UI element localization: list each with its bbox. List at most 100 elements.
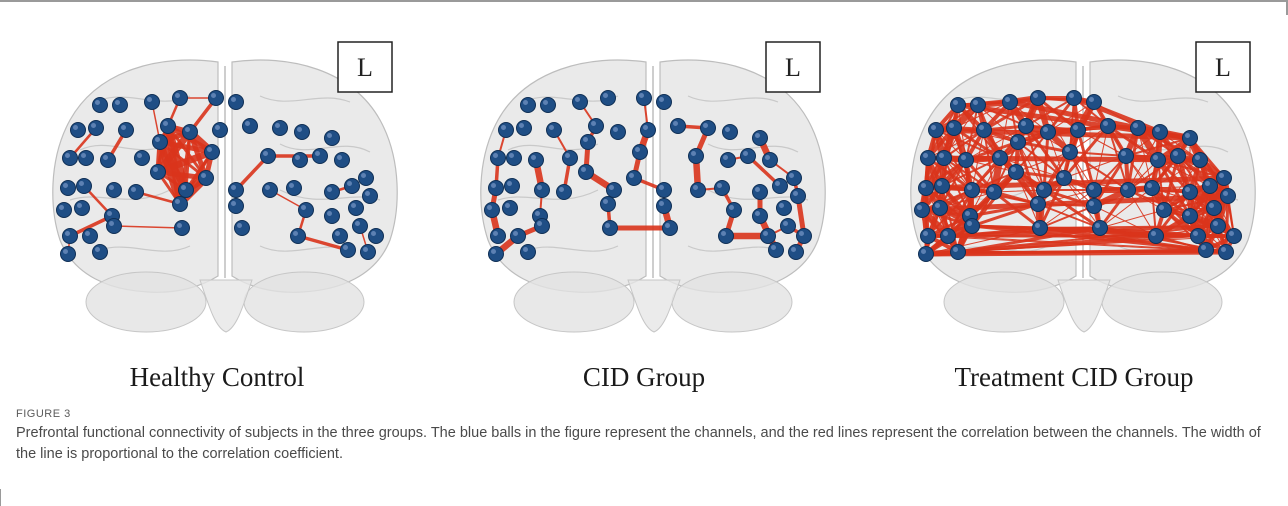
channel-highlight <box>659 201 664 206</box>
channel-highlight <box>1095 223 1100 228</box>
channel-highlight <box>107 211 112 216</box>
channel-highlight <box>335 231 340 236</box>
channel-ball <box>741 149 756 164</box>
channel-ball <box>173 91 188 106</box>
channel-highlight <box>275 123 280 128</box>
channel-highlight <box>513 231 518 236</box>
channel-highlight <box>575 97 580 102</box>
channel-highlight <box>79 181 84 186</box>
channel-ball <box>229 183 244 198</box>
channel-highlight <box>493 153 498 158</box>
channel-ball <box>75 201 90 216</box>
channel-highlight <box>953 247 958 252</box>
panel-caption-healthy-control: Healthy Control <box>27 362 407 393</box>
channel-ball <box>287 181 302 196</box>
channel-ball <box>921 151 936 166</box>
channel-ball <box>915 203 930 218</box>
channel-ball <box>145 95 160 110</box>
channel-ball <box>1191 229 1206 244</box>
channel-ball <box>535 183 550 198</box>
channel-ball <box>175 221 190 236</box>
channel-ball <box>1031 91 1046 106</box>
channel-highlight <box>493 231 498 236</box>
channel-highlight <box>789 173 794 178</box>
channel-ball <box>361 245 376 260</box>
channel-ball <box>657 199 672 214</box>
channel-ball <box>1011 135 1026 150</box>
channel-highlight <box>65 153 70 158</box>
channel-ball <box>753 209 768 224</box>
channel-highlight <box>537 185 542 190</box>
channel-ball <box>633 145 648 160</box>
channel-highlight <box>693 185 698 190</box>
channel-highlight <box>95 247 100 252</box>
channel-ball <box>611 125 626 140</box>
channel-ball <box>1183 209 1198 224</box>
channel-highlight <box>549 125 554 130</box>
channel-highlight <box>1089 97 1094 102</box>
channel-highlight <box>295 155 300 160</box>
channel-highlight <box>937 181 942 186</box>
channel-ball <box>183 125 198 140</box>
channel-ball <box>1211 219 1226 234</box>
channel-highlight <box>289 183 294 188</box>
channel-ball <box>205 145 220 160</box>
channel-ball <box>273 121 288 136</box>
brain-panel-healthy-control: L <box>40 40 420 340</box>
channel-highlight <box>155 137 160 142</box>
channel-ball <box>93 245 108 260</box>
channel-ball <box>359 171 374 186</box>
channel-highlight <box>1033 199 1038 204</box>
channel-ball <box>601 197 616 212</box>
channel-ball <box>971 98 986 113</box>
panel-caption-treatment-cid-group: Treatment CID Group <box>884 362 1264 393</box>
channel-highlight <box>327 187 332 192</box>
channel-highlight <box>59 205 64 210</box>
channel-ball <box>335 153 350 168</box>
channel-highlight <box>791 247 796 252</box>
channel-ball <box>933 201 948 216</box>
channel-highlight <box>1011 167 1016 172</box>
channel-highlight <box>519 123 524 128</box>
channel-highlight <box>939 153 944 158</box>
channel-highlight <box>1005 97 1010 102</box>
channel-highlight <box>245 121 250 126</box>
brain-illustration: L <box>898 40 1278 340</box>
channel-highlight <box>973 100 978 105</box>
channel-ball <box>503 201 518 216</box>
channel-ball <box>663 221 678 236</box>
channel-ball <box>671 119 686 134</box>
channel-highlight <box>755 187 760 192</box>
orientation-label-text: L <box>357 53 373 82</box>
channel-ball <box>93 98 108 113</box>
channel-ball <box>79 151 94 166</box>
orientation-label-text: L <box>1215 53 1231 82</box>
channel-ball <box>1221 189 1236 204</box>
channel-ball <box>603 221 618 236</box>
channel-highlight <box>603 199 608 204</box>
channel-highlight <box>949 123 954 128</box>
channel-highlight <box>1043 127 1048 132</box>
channel-ball <box>589 119 604 134</box>
channel-ball <box>965 219 980 234</box>
channel-ball <box>213 123 228 138</box>
channel-ball <box>63 151 78 166</box>
brain-illustration: L <box>468 40 848 340</box>
channel-ball <box>1093 221 1108 236</box>
channel-ball <box>61 181 76 196</box>
channel-ball <box>129 185 144 200</box>
channel-highlight <box>177 223 182 228</box>
channel-highlight <box>763 231 768 236</box>
channel-highlight <box>131 187 136 192</box>
orientation-label: L <box>766 42 820 92</box>
channel-highlight <box>347 181 352 186</box>
channel-ball <box>919 181 934 196</box>
channel-ball <box>363 189 378 204</box>
channel-ball <box>179 183 194 198</box>
channel-highlight <box>505 203 510 208</box>
channel-ball <box>153 135 168 150</box>
channel-ball <box>919 247 934 262</box>
channel-highlight <box>639 93 644 98</box>
channel-ball <box>529 153 544 168</box>
channel-highlight <box>361 173 366 178</box>
